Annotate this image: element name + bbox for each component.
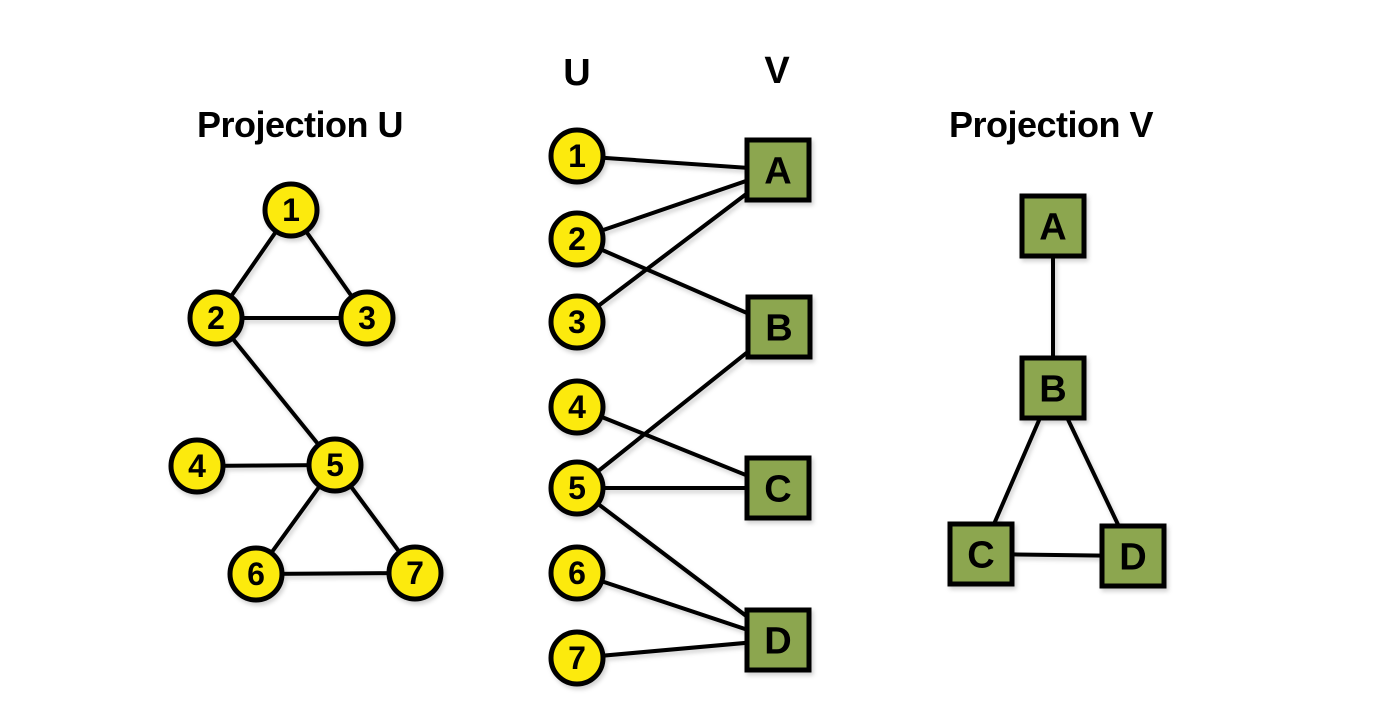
edge-projection_u-2-5: [214, 316, 337, 467]
node-label: 1: [282, 192, 300, 228]
node-label: 7: [568, 640, 586, 676]
node-square: [744, 455, 812, 521]
u-column-header: U: [563, 52, 591, 94]
v-column-header: V: [764, 50, 790, 92]
node-label: 7: [406, 555, 424, 591]
edge-bipartite-2-B: [575, 237, 781, 329]
edge-bipartite-5-B: [575, 325, 781, 490]
node-projection_v-B: B: [1019, 355, 1087, 421]
node-label: 5: [326, 447, 344, 483]
node-projection_u-7: 7: [386, 544, 444, 602]
node-circle: [548, 629, 606, 687]
node-projection_v-C: C: [947, 521, 1015, 587]
node-projection_u-2: 2: [187, 289, 245, 347]
node-circle: [548, 544, 606, 602]
node-circle: [306, 436, 364, 494]
node-circle: [548, 459, 606, 517]
node-label: 2: [568, 221, 586, 257]
node-circle: [548, 127, 606, 185]
node-bipartite-5: 5: [548, 459, 606, 517]
node-square: [1019, 355, 1087, 421]
projection-u-title: Projection U: [196, 104, 404, 145]
node-label: B: [1039, 368, 1066, 410]
node-bipartite-3: 3: [548, 293, 606, 351]
node-circle: [187, 289, 245, 347]
node-circle: [168, 437, 226, 495]
node-square: [744, 607, 812, 673]
node-bipartite-D: D: [744, 607, 812, 673]
node-label: D: [764, 620, 791, 662]
node-circle: [386, 544, 444, 602]
node-circle: [262, 181, 320, 239]
node-square: [947, 521, 1015, 587]
node-square: [1019, 193, 1087, 259]
node-circle: [338, 289, 396, 347]
node-bipartite-C: C: [744, 455, 812, 521]
node-label: A: [764, 150, 791, 192]
node-label: 3: [568, 304, 586, 340]
node-square: [745, 294, 813, 360]
node-label: D: [1119, 536, 1146, 578]
node-projection_v-D: D: [1099, 523, 1167, 589]
node-bipartite-1: 1: [548, 127, 606, 185]
node-bipartite-B: B: [745, 294, 813, 360]
node-projection_u-3: 3: [338, 289, 396, 347]
node-label: C: [967, 534, 994, 576]
node-label: C: [764, 468, 791, 510]
node-label: 4: [568, 389, 586, 425]
node-projection_u-4: 4: [168, 437, 226, 495]
node-bipartite-6: 6: [548, 544, 606, 602]
node-projection_u-5: 5: [306, 436, 364, 494]
node-bipartite-7: 7: [548, 629, 606, 687]
node-bipartite-4: 4: [548, 378, 606, 436]
node-bipartite-2: 2: [548, 210, 606, 268]
node-label: 4: [188, 448, 206, 484]
node-circle: [227, 545, 285, 603]
node-projection_v-A: A: [1019, 193, 1087, 259]
node-label: 3: [358, 300, 376, 336]
node-projection_u-1: 1: [262, 181, 320, 239]
node-square: [744, 137, 812, 203]
node-bipartite-A: A: [744, 137, 812, 203]
node-circle: [548, 378, 606, 436]
node-label: 2: [207, 300, 225, 336]
node-label: 6: [247, 556, 265, 592]
node-square: [1099, 523, 1167, 589]
node-label: A: [1039, 206, 1066, 248]
node-circle: [548, 293, 606, 351]
node-projection_u-6: 6: [227, 545, 285, 603]
node-label: 6: [568, 555, 586, 591]
node-label: B: [765, 307, 792, 349]
projection-v-title: Projection V: [948, 104, 1154, 145]
node-label: 1: [568, 138, 586, 174]
node-label: 5: [568, 470, 586, 506]
node-circle: [548, 210, 606, 268]
